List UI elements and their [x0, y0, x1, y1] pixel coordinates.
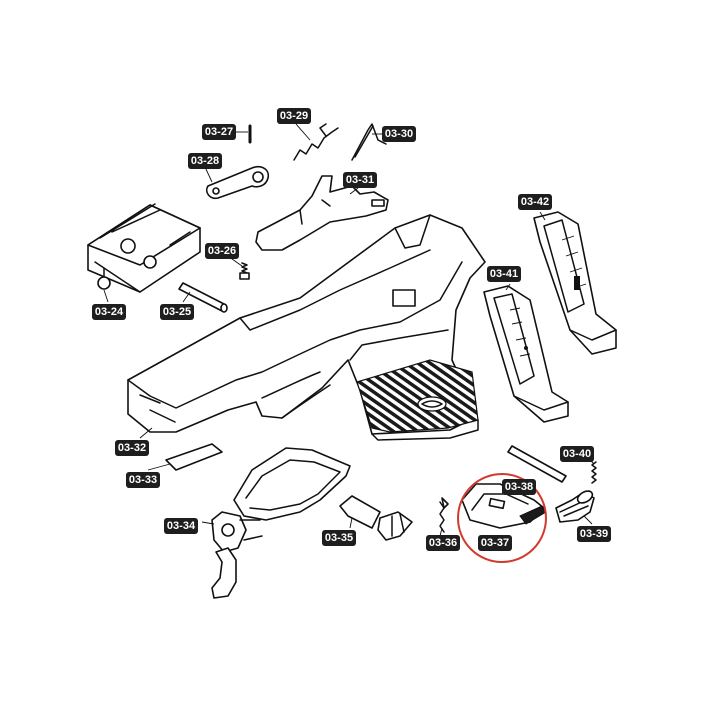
label-03-34: 03-34 [164, 518, 198, 534]
svg-text:03-30: 03-30 [385, 128, 413, 140]
svg-text:03-28: 03-28 [191, 155, 219, 167]
label-03-39: 03-39 [577, 526, 611, 542]
part-03-38-rod [507, 445, 567, 483]
part-03-30-spring [351, 123, 387, 161]
svg-text:03-32: 03-32 [118, 442, 146, 454]
svg-text:03-42: 03-42 [521, 196, 549, 208]
part-03-29-spring [293, 123, 339, 161]
svg-text:03-34: 03-34 [167, 520, 196, 532]
label-03-25: 03-25 [160, 304, 194, 320]
part-03-40-spring [591, 461, 597, 484]
label-03-36: 03-36 [426, 535, 460, 551]
part-03-24-chassis [87, 203, 201, 293]
part-03-37-lever [461, 483, 547, 529]
label-03-33: 03-33 [126, 472, 160, 488]
part-03-31-bar [255, 175, 389, 251]
part-03-33-plate [165, 443, 223, 471]
svg-text:03-33: 03-33 [129, 474, 157, 486]
part-03-25-pin [178, 282, 228, 313]
highlight-circle [457, 473, 547, 563]
svg-text:03-35: 03-35 [325, 532, 353, 544]
label-03-32: 03-32 [115, 440, 149, 456]
svg-text:03-40: 03-40 [563, 448, 591, 460]
part-03-35-button [339, 495, 413, 541]
svg-text:03-25: 03-25 [163, 306, 191, 318]
label-03-37: 03-37 [478, 535, 512, 551]
label-03-24: 03-24 [92, 304, 126, 320]
label-03-35: 03-35 [322, 530, 356, 546]
label-03-29: 03-29 [277, 108, 311, 124]
svg-text:03-37: 03-37 [481, 537, 509, 549]
label-03-28: 03-28 [188, 153, 222, 169]
svg-text:03-38: 03-38 [505, 481, 533, 493]
leader-lines [103, 123, 595, 537]
svg-text:03-24: 03-24 [95, 306, 124, 318]
part-labels: 03-27 03-29 03-30 03-28 03-31 03-42 03-2… [92, 108, 611, 551]
label-03-27: 03-27 [202, 124, 236, 140]
svg-text:03-41: 03-41 [490, 268, 518, 280]
label-03-42: 03-42 [518, 194, 552, 210]
part-03-34-trigger [211, 447, 351, 599]
svg-text:03-36: 03-36 [429, 537, 457, 549]
label-03-38: 03-38 [502, 479, 536, 495]
part-03-28-lever [205, 165, 270, 200]
svg-text:03-29: 03-29 [280, 110, 308, 122]
frame-grip-texture [356, 359, 479, 433]
svg-text:03-39: 03-39 [580, 528, 608, 540]
svg-text:03-27: 03-27 [205, 126, 233, 138]
svg-text:03-26: 03-26 [208, 245, 236, 257]
part-03-41-magazine [483, 285, 569, 423]
part-03-42-magazine [533, 211, 617, 355]
label-03-41: 03-41 [487, 266, 521, 282]
part-03-26-spring [239, 262, 250, 280]
part-03-36-spring [439, 497, 449, 533]
label-03-30: 03-30 [382, 126, 416, 142]
svg-text:03-31: 03-31 [346, 174, 374, 186]
part-03-39-button [555, 490, 595, 523]
label-03-40: 03-40 [560, 446, 594, 462]
label-03-26: 03-26 [205, 243, 239, 259]
label-03-31: 03-31 [343, 172, 377, 188]
